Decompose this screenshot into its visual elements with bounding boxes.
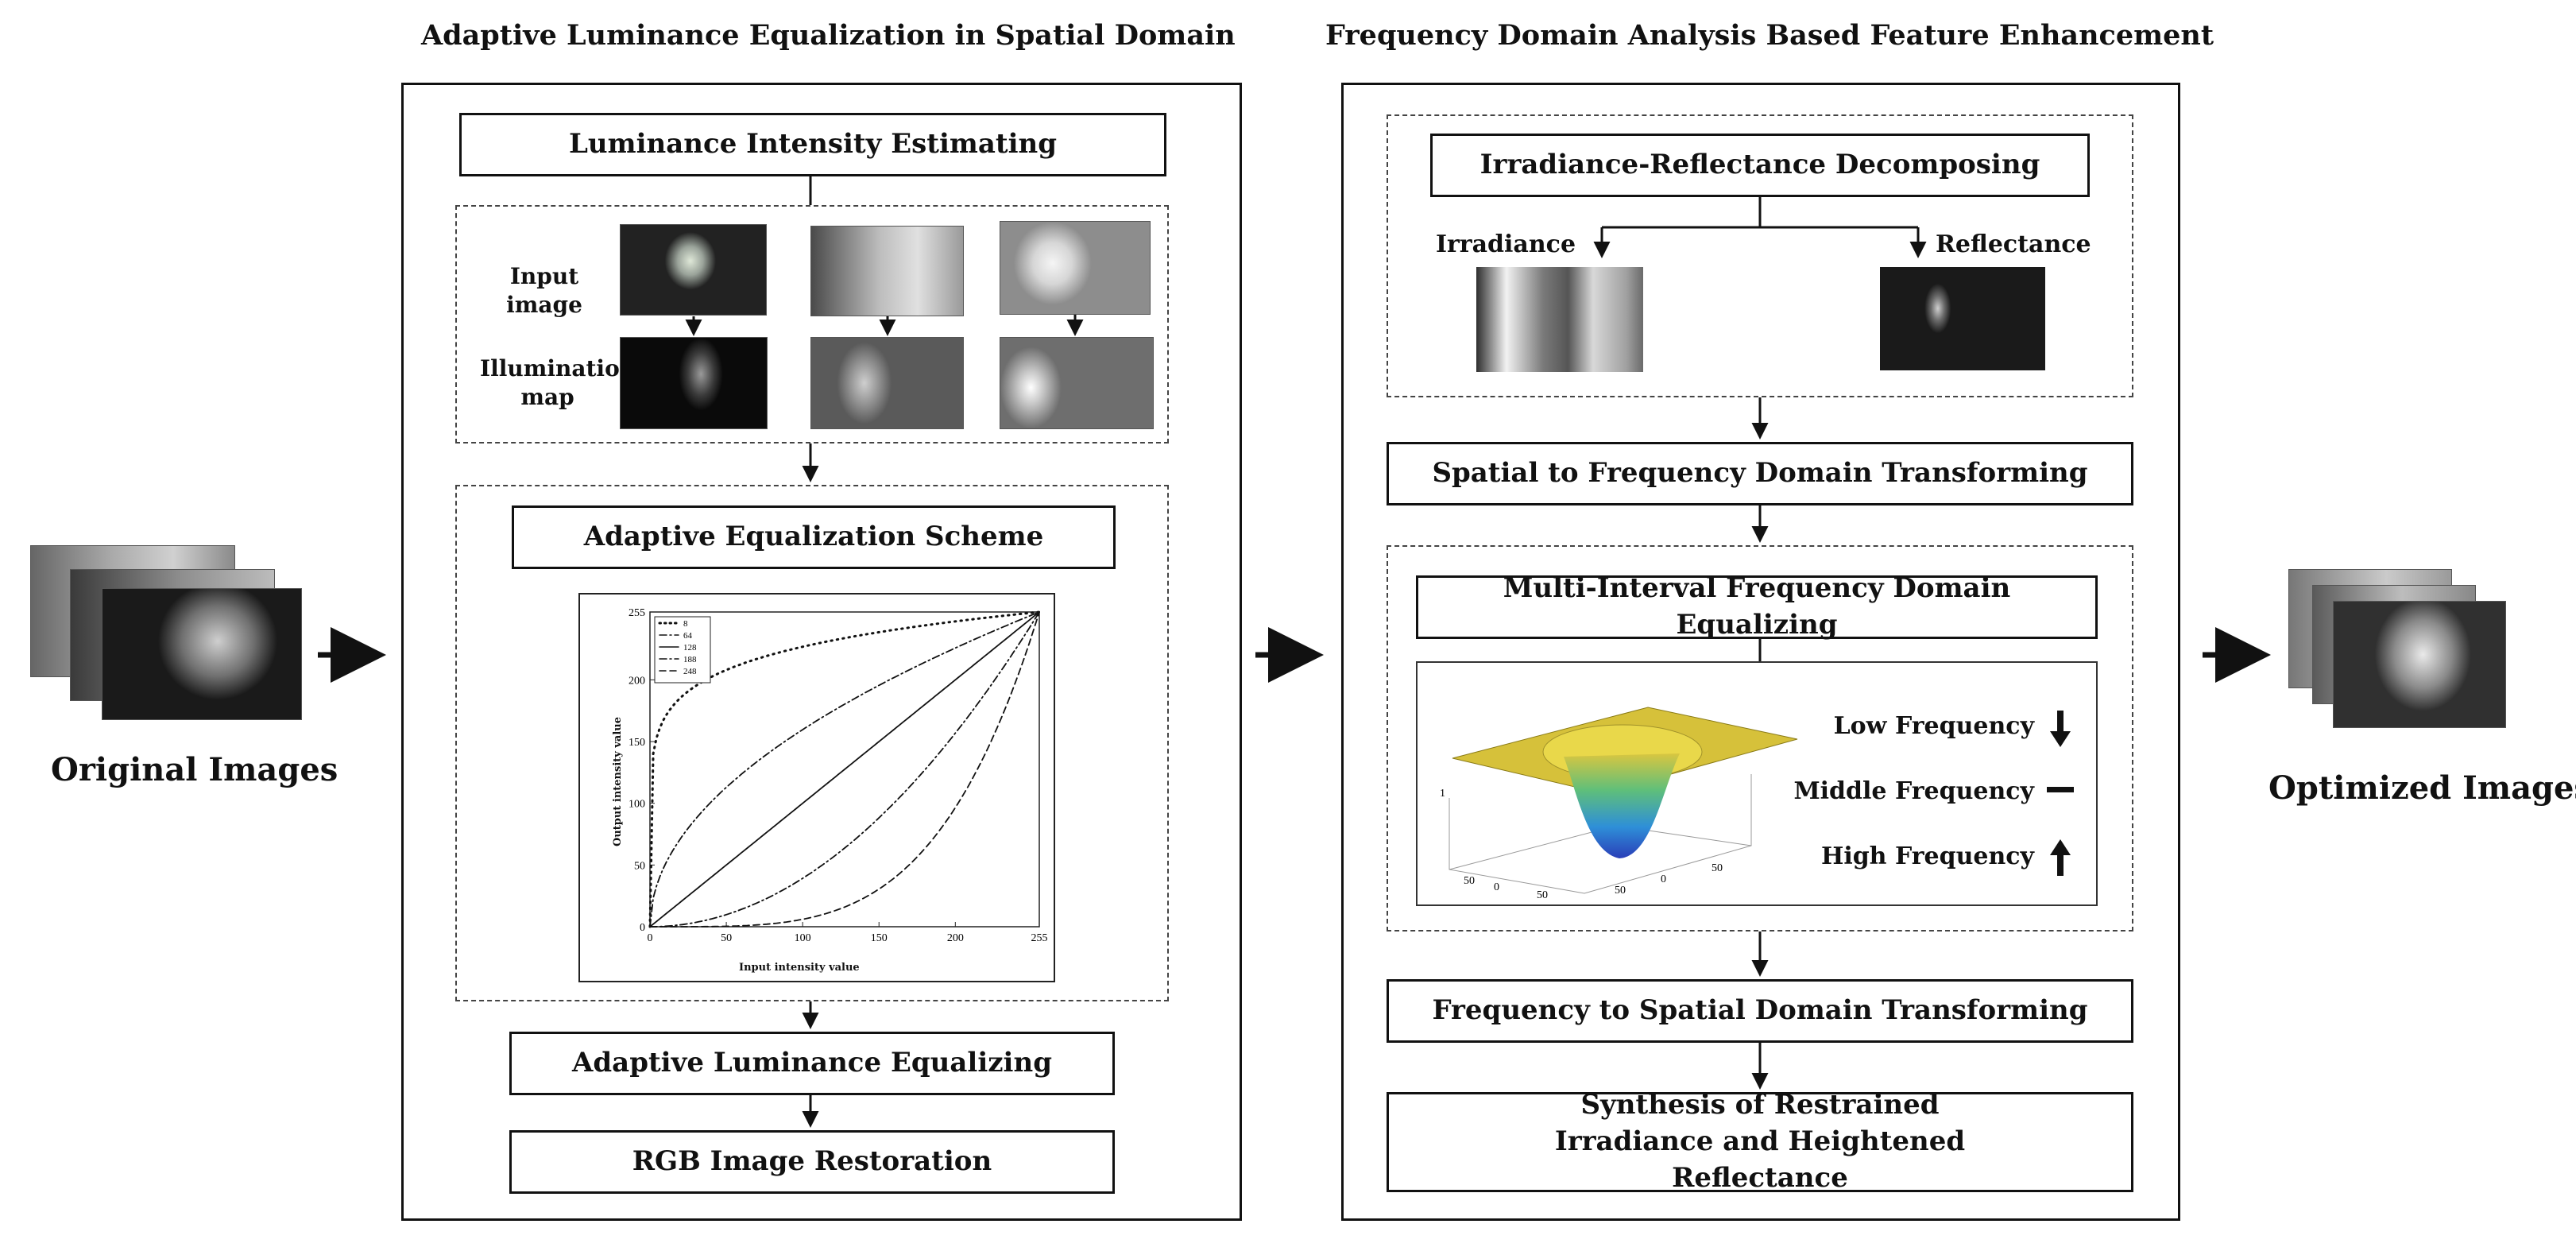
- chart-legend-box: [654, 616, 711, 684]
- chart-x-tick-label-3: 150: [871, 932, 888, 944]
- arrow-down-icon: [2050, 711, 2071, 747]
- frequency-equalizing-group: [1387, 545, 2133, 931]
- rgb-image-restoration-box: RGB Image Restoration: [509, 1130, 1115, 1194]
- chart-legend-label-128: 128: [683, 643, 697, 653]
- chart-plot-frame: [649, 611, 1040, 928]
- illumination-map-row-label: Illumination map: [480, 355, 636, 411]
- chart-legend-label-188: 188: [683, 655, 697, 664]
- chart-y-tick-label-1: 50: [634, 860, 645, 872]
- chart-x-axis-label: Input intensity value: [739, 962, 860, 974]
- frequency-domain-panel: [1341, 83, 2180, 1221]
- adaptive-luminance-equalizing-box: Adaptive Luminance Equalizing: [509, 1032, 1115, 1095]
- surface-tick-x-1: 0: [1494, 881, 1499, 893]
- middle-frequency-label: Middle Frequency: [1793, 777, 2034, 805]
- surface-bowl: [1564, 753, 1680, 858]
- chart-y-tick-label-2: 100: [629, 799, 645, 811]
- frequency-to-spatial-box: Frequency to Spatial Domain Transforming: [1387, 979, 2133, 1043]
- chart-y-tick-label-4: 200: [629, 675, 645, 687]
- high-frequency-label: High Frequency: [1820, 842, 2034, 870]
- chart-y-tick-label-0: 0: [640, 922, 645, 934]
- surface-tick-x-2: 50: [1537, 889, 1548, 901]
- chart-series-line-64: [649, 611, 1040, 928]
- original-images-label: Original Images: [51, 751, 338, 788]
- decomposition-group: [1387, 114, 2133, 397]
- surface-tick-z: 1: [1440, 788, 1445, 800]
- irradiance-image: [1476, 267, 1643, 372]
- chart-series-line-248: [649, 611, 1040, 928]
- chart-x-tick-label-1: 50: [721, 932, 732, 944]
- spatial-domain-panel: [401, 83, 1242, 1221]
- chart-legend-label-8: 8: [683, 619, 688, 629]
- chart-y-tick-label-5: 255: [629, 607, 645, 619]
- chart-x-tick-label-5: 255: [1031, 932, 1048, 944]
- reflectance-label: Reflectance: [1936, 230, 2091, 258]
- chart-series-line-8: [648, 610, 1041, 928]
- chart-legend-label-248: 248: [683, 667, 697, 676]
- chart-y-tick-label-3: 150: [629, 737, 645, 749]
- right-section-title: Frequency Domain Analysis Based Feature …: [1325, 19, 2214, 52]
- left-section-title: Adaptive Luminance Equalization in Spati…: [421, 19, 1236, 52]
- arrow-up-icon: [2050, 839, 2071, 876]
- irradiance-reflectance-decomposing-box: Irradiance-Reflectance Decomposing: [1430, 134, 2090, 197]
- chart-x-tick-label-4: 200: [947, 932, 964, 944]
- optimized-images-label: Optimized Images: [2269, 769, 2576, 807]
- chart-legend-label-64: 64: [683, 631, 693, 641]
- luminance-intensity-estimating-box: Luminance Intensity Estimating: [459, 113, 1166, 176]
- equalization-curve-chart: 0 50 100 150 200 255 0 50 100 150 200 255 8 64 128 188 2…: [578, 593, 1055, 982]
- frequency-surface-svg: 50 0 50 50 0 50 1: [1440, 707, 1798, 901]
- low-frequency-label: Low Frequency: [1833, 712, 2034, 740]
- input-image-row-label: Input image: [506, 263, 582, 319]
- dash-icon: [2047, 787, 2074, 792]
- surface-tick-x-0: 50: [1464, 875, 1475, 887]
- surface-tick-y-2: 50: [1712, 862, 1723, 874]
- synthesis-box: Synthesis of Restrained Irradiance and H…: [1387, 1089, 2133, 1194]
- equalization-curve-svg: 0 50 100 150 200 255 0 50 100 150 200 255 8 64 128 188 2…: [629, 607, 1048, 944]
- reflectance-image: [1880, 267, 2045, 370]
- frequency-surface-panel: 50 0 50 50 0 50 1 Low Frequency Middle F…: [1416, 661, 2098, 906]
- adaptive-equalization-scheme-box: Adaptive Equalization Scheme: [512, 505, 1116, 569]
- luminance-estimation-group: [455, 205, 1169, 443]
- adaptive-equalization-group: [455, 485, 1169, 1001]
- chart-series-line-188: [649, 611, 1040, 928]
- chart-x-tick-label-0: 0: [648, 932, 653, 944]
- chart-series-line-128: [649, 611, 1040, 928]
- multi-interval-frequency-equalizing-box: Multi-Interval Frequency Domain Equalizi…: [1416, 572, 2098, 641]
- chart-x-tick-label-2: 100: [795, 932, 811, 944]
- surface-tick-y-0: 50: [1615, 885, 1626, 897]
- spatial-to-frequency-box: Spatial to Frequency Domain Transforming: [1387, 442, 2133, 505]
- surface-tick-y-1: 0: [1661, 873, 1666, 885]
- irradiance-label: Irradiance: [1435, 230, 1576, 258]
